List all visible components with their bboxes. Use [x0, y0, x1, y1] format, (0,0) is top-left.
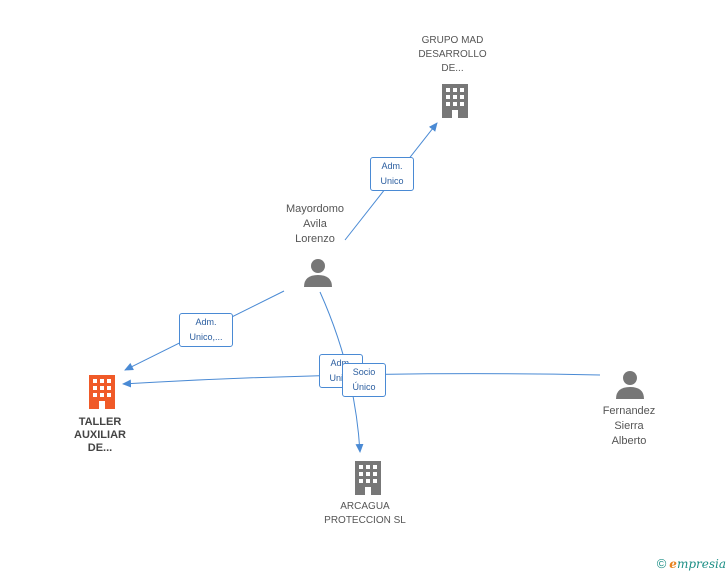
node-label-mayordomo[interactable]: Mayordomo Avila Lorenzo	[285, 203, 345, 245]
empresia-logo: ©empresia	[656, 556, 726, 571]
building-icon	[442, 84, 468, 118]
node-label-taller[interactable]: TALLER AUXILIAR DE...	[74, 416, 126, 454]
building-icon	[355, 461, 381, 495]
edge-label-socio-unico[interactable]: Socio Único	[342, 363, 386, 397]
person-icon	[304, 259, 332, 287]
node-label-grupo-mad[interactable]: GRUPO MAD DESARROLLO DE...	[418, 35, 487, 74]
node-label-arcagua[interactable]: ARCAGUA PROTECCION SL	[324, 501, 406, 526]
edge-label-adm-unico-taller[interactable]: Adm. Unico,...	[179, 313, 233, 347]
node-label-fernandez[interactable]: Fernandez Sierra Alberto	[602, 405, 656, 447]
edge-label-adm-unico-grupo[interactable]: Adm. Unico	[370, 157, 414, 191]
building-icon	[89, 375, 115, 409]
copyright-icon: ©	[656, 556, 667, 571]
person-icon	[616, 371, 644, 399]
